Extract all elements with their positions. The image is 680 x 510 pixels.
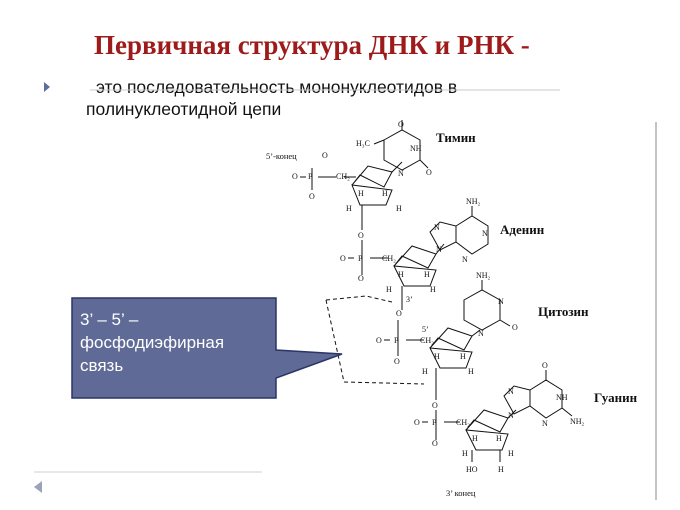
prime-5-label: 5’: [422, 325, 429, 334]
atom-h: H: [346, 204, 352, 213]
bond-dashed-bracket-lower: [325, 299, 425, 385]
atom-n: N: [436, 245, 442, 254]
atom-ch2: CH₂: [336, 172, 350, 181]
atom-h: H: [460, 352, 466, 361]
atom-o: O: [426, 168, 432, 177]
atom-o: O: [322, 151, 328, 160]
atom-p: P: [394, 336, 399, 345]
ho-label: HO: [466, 465, 478, 474]
bullet-text: это последовательность мононуклеотидов в…: [86, 77, 458, 119]
atom-h: H: [468, 367, 474, 376]
end-5-label: 5’-конец: [266, 151, 297, 161]
atom-h: H: [496, 434, 502, 443]
callout-text: 3’ – 5’ – фосфодиэфирная связь: [80, 310, 225, 375]
atom-h: H: [424, 270, 430, 279]
atom-nh2: NH₂: [466, 197, 481, 206]
atom-p: P: [432, 418, 437, 427]
atom-o: O: [340, 254, 346, 263]
atom-n: N: [482, 229, 488, 238]
atom-o: O: [358, 231, 364, 240]
nucleotide-thymine: [300, 120, 429, 230]
atom-h: H: [382, 189, 388, 198]
slide-title: Первичная структура ДНК и РНК -: [94, 30, 530, 60]
atom-h: H: [462, 449, 468, 458]
atom-h: H: [472, 434, 478, 443]
bond-dashed-bracket: [325, 295, 393, 303]
atom-h: H: [358, 189, 364, 198]
atom-n: N: [508, 387, 514, 396]
atom-h: H: [386, 285, 392, 294]
nucleotide-cytosine: [384, 280, 511, 400]
back-arrow-icon[interactable]: [34, 481, 42, 493]
atom-n: N: [498, 297, 504, 306]
atom-nh: NH: [410, 144, 422, 153]
base-label-cytosine: Цитозин: [538, 304, 589, 319]
atom-o: O: [396, 309, 402, 318]
end-3-label: 3’ конец: [446, 488, 476, 498]
atom-h: H: [434, 352, 440, 361]
atom-h: H: [498, 465, 504, 474]
base-label-thymine: Тимин: [436, 130, 476, 145]
atom-o: O: [292, 172, 298, 181]
atom-p: P: [308, 172, 313, 181]
atom-o: O: [394, 357, 400, 366]
atom-h: H: [508, 449, 514, 458]
bullet-arrow-icon: [44, 82, 50, 92]
atom-ch2: CH₂: [420, 336, 434, 345]
atom-h: H: [422, 367, 428, 376]
nucleotide-adenine: [348, 206, 489, 310]
atom-nh: NH: [556, 393, 568, 402]
atom-o: O: [414, 418, 420, 427]
atom-n: N: [398, 169, 404, 178]
atom-n: N: [462, 255, 468, 264]
atom-n: N: [508, 411, 514, 420]
base-label-guanine: Гуанин: [594, 390, 638, 405]
atom-o: O: [398, 120, 404, 129]
atom-ch2: CH₂: [456, 418, 470, 427]
atom-o: O: [512, 323, 518, 332]
atom-n: N: [478, 329, 484, 338]
atom-o: O: [542, 361, 548, 370]
atom-n: N: [434, 223, 440, 232]
atom-o: O: [309, 192, 315, 201]
atom-o: O: [376, 336, 382, 345]
atom-nh2: NH₂: [476, 271, 491, 280]
atom-p: P: [358, 254, 363, 263]
callout-box: [71, 297, 343, 399]
atom-nh2: NH₂: [570, 417, 585, 426]
atom-h3c: H₃C: [356, 139, 370, 148]
atom-labels: 5’-конец O O P CH₂ O H₃C O NH N O H H H …: [266, 120, 585, 498]
nucleotide-guanine: [422, 370, 573, 462]
atom-n: N: [542, 419, 548, 428]
atom-h: H: [396, 204, 402, 213]
atom-o: O: [432, 439, 438, 448]
atom-h: H: [398, 270, 404, 279]
atom-h: H: [430, 285, 436, 294]
prime-3-label: 3’: [406, 295, 413, 304]
atom-o: O: [358, 274, 364, 283]
atom-ch2: CH₂: [382, 254, 396, 263]
base-label-adenine: Аденин: [500, 222, 545, 237]
atom-o: O: [432, 401, 438, 410]
